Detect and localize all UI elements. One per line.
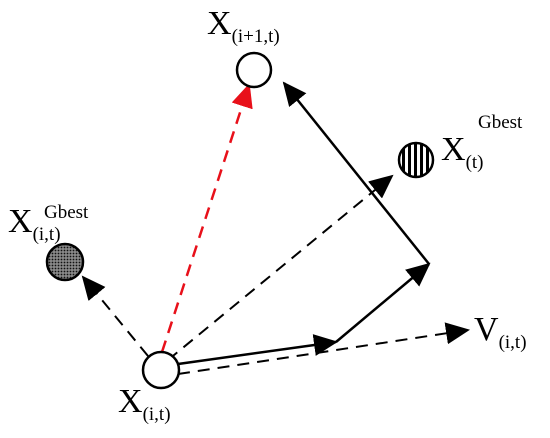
dashed-line-to-global-best (167, 174, 394, 361)
solid-vector-segment-2 (335, 262, 431, 343)
red-dashed-arrow-to-next-position (160, 83, 253, 353)
personal-best-sup-label: Gbest (44, 202, 89, 223)
personal-best-label: X(i,t) (8, 203, 61, 245)
solid-vector-segment-3 (282, 81, 430, 265)
global-best-label: X(t) (441, 131, 484, 173)
next-position-label: X(i+1,t) (207, 5, 280, 47)
solid-vector-segment-1 (177, 334, 338, 366)
velocity-label: V(i,t) (474, 311, 527, 353)
dashed-line-to-personal-best (81, 275, 149, 357)
next-position-node (235, 51, 273, 89)
dashed-velocity-line (177, 322, 470, 375)
personal-best-node (45, 242, 85, 282)
global-best-sup-label: Gbest (478, 112, 523, 133)
current-position-node (141, 350, 181, 390)
current-position-label: X(i,t) (118, 383, 171, 425)
global-best-node (397, 141, 435, 179)
